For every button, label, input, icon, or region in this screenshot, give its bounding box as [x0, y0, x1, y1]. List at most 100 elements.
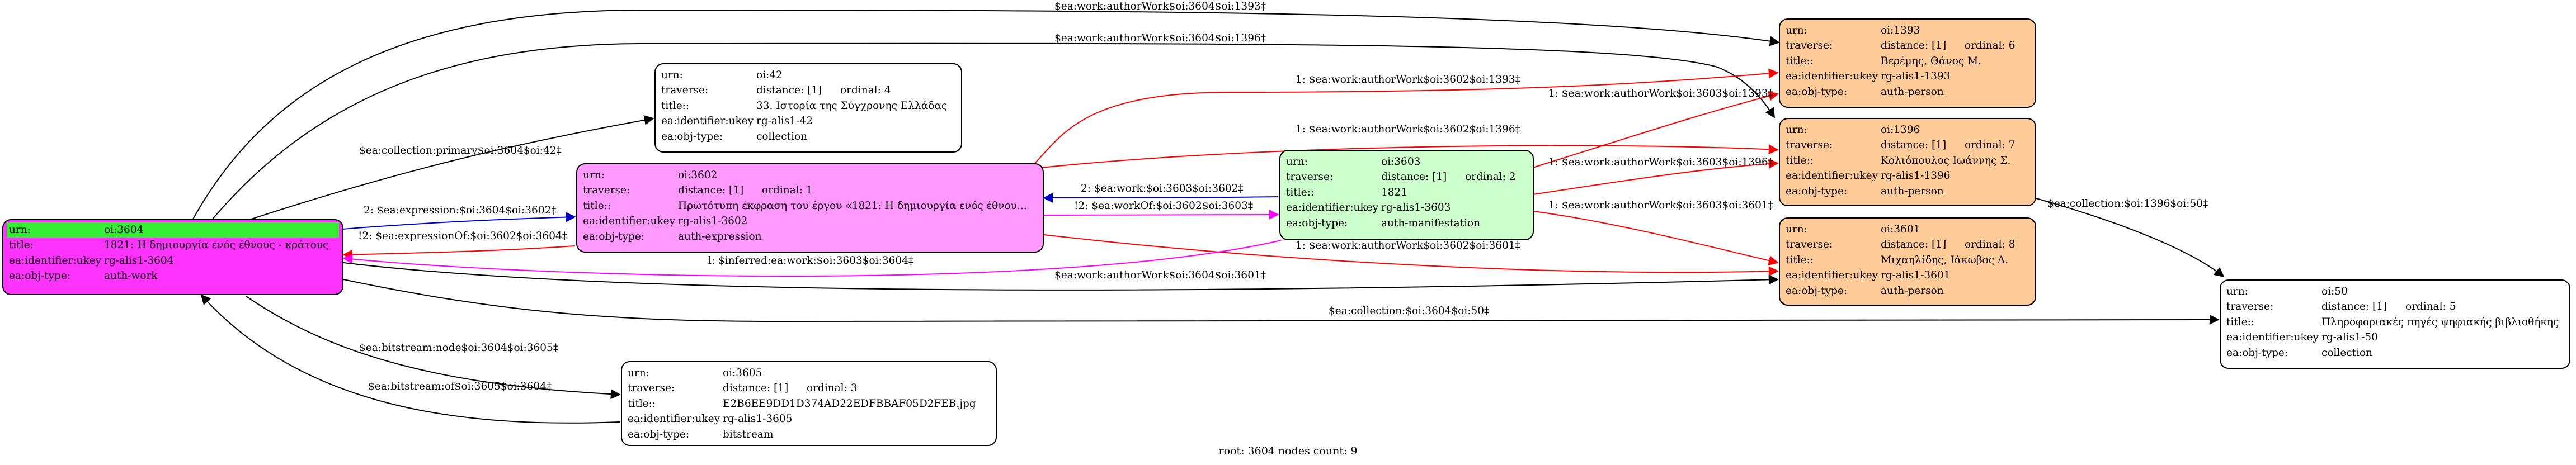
node-type: auth-expression [678, 230, 762, 243]
node-title: Μιχαηλίδης, Ιάκωβος Δ. [1881, 254, 2009, 266]
node-identifier: rg-alis1-42 [756, 115, 813, 127]
node-urn: oi:3603 [1381, 156, 1421, 168]
edge-label-1396-50: $ea:collection:$oi:1396$oi:50‡ [2047, 198, 2208, 210]
edge-3603-1393 [1532, 91, 1779, 168]
edge-3604-1396 [212, 42, 1775, 220]
node-oi-3603[interactable]: urn:oi:3603 traverse:distance: [1]ordina… [1279, 150, 1534, 240]
node-type: bitstream [723, 428, 774, 440]
edge-3602-3601 [1043, 234, 1779, 277]
node-type: auth-person [1881, 284, 1944, 297]
node-title: E2B6EE9DD1D374AD22EDFBBAF05D2FEB.jpg [723, 397, 976, 410]
row-type: ea:obj-type:auth-work [9, 268, 337, 283]
node-identifier: rg-alis1-3602 [678, 215, 748, 227]
edge-label-3604-42: $ea:collection:primary$oi:3604$oi:42‡ [359, 145, 562, 156]
node-ordinal: ordinal: 8 [1965, 239, 2015, 251]
edge-3603-3602 [1043, 192, 1279, 203]
node-type: auth-work [104, 270, 158, 282]
node-ordinal: ordinal: 5 [2405, 301, 2456, 313]
edge-label-3604-3602: 2: $ea:expression:$oi:3604$oi:3602‡ [364, 205, 557, 216]
node-oi-3601[interactable]: urn:oi:3601 traverse:distance: [1]ordina… [1779, 217, 2036, 306]
node-distance: distance: [1] [1881, 239, 1947, 251]
node-title: Βερέμης, Θάνος Μ. [1881, 55, 1981, 67]
edge-label-3603-3602: 2: $ea:work:$oi:3603$oi:3602‡ [1081, 183, 1244, 194]
node-type: auth-person [1881, 86, 1944, 98]
node-urn: oi:42 [756, 69, 783, 81]
node-title: Πρωτότυπη έκφραση του έργου «1821: Η δημ… [678, 200, 1027, 212]
node-oi-50[interactable]: urn:oi:50 traverse:distance: [1]ordinal:… [2220, 279, 2570, 369]
node-oi-1393[interactable]: urn:oi:1393 traverse:distance: [1]ordina… [1779, 18, 2036, 108]
edge-label-3603-3604-inferred: l: $inferred:ea:work:$oi:3603$oi:3604‡ [708, 255, 914, 267]
edge-3603-3604-inferred [342, 240, 1282, 277]
node-title: Κολιόπουλος Ιωάννης Σ. [1881, 154, 2011, 167]
edge-label-3604-50: $ea:collection:$oi:3604$oi:50‡ [1329, 305, 1490, 317]
node-ordinal: ordinal: 6 [1965, 40, 2015, 52]
node-urn: oi:50 [2321, 286, 2348, 297]
node-title: 1821: Η δημιουργία ενός έθνους - κράτους [104, 239, 329, 252]
node-identifier: rg-alis1-3601 [1881, 269, 1951, 282]
edge-1396-50 [2036, 198, 2225, 278]
edge-3604-42 [246, 115, 654, 221]
edge-3602-1396 [1041, 144, 1779, 168]
node-identifier: rg-alis1-3603 [1381, 202, 1451, 214]
edge-label-3603-1396: 1: $ea:work:authorWork$oi:3603$oi:1396‡ [1548, 156, 1773, 168]
node-title: 1821 [1381, 186, 1408, 198]
node-title: Πληροφοριακές πηγές ψηφιακής βιβλιοθήκης [2321, 316, 2559, 328]
node-urn: oi:3605 [723, 367, 762, 379]
edge-3604-3605 [246, 296, 621, 400]
node-type: auth-person [1881, 185, 1944, 197]
node-type: collection [2321, 347, 2373, 359]
node-oi-3605[interactable]: urn:oi:3605 traverse:distance: [1]ordina… [621, 361, 997, 446]
edge-3604-3602 [342, 212, 576, 230]
edge-3605-3604 [200, 294, 620, 424]
edge-3602-1393 [1034, 68, 1779, 164]
node-identifier: rg-alis1-1396 [1881, 170, 1951, 182]
node-urn: oi:3602 [678, 169, 718, 181]
node-ordinal: ordinal: 2 [1465, 171, 1516, 183]
node-distance: distance: [1] [756, 84, 822, 97]
edge-label-3605-3604: $ea:bitstream:of$oi:3605$oi:3604‡ [368, 381, 552, 392]
edge-label-3604-3601: $ea:work:authorWork$oi:3604$oi:3601‡ [1054, 269, 1266, 281]
node-urn: oi:1393 [1881, 25, 1920, 36]
node-ordinal: ordinal: 1 [762, 184, 813, 197]
row-urn: urn: oi:3604 [7, 222, 339, 238]
edge-3603-3601 [1533, 211, 1779, 266]
edge-label-3604-3605: $ea:bitstream:node$oi:3604$oi:3605‡ [359, 342, 559, 354]
node-ordinal: ordinal: 7 [1965, 139, 2015, 151]
node-type: auth-manifestation [1381, 217, 1481, 229]
node-distance: distance: [1] [2321, 301, 2387, 313]
node-type: collection [756, 130, 808, 143]
edge-label-3602-3603: !2: $ea:workOf:$oi:3602$oi:3603‡ [1074, 200, 1254, 212]
node-oi-3602[interactable]: urn:oi:3602 traverse:distance: [1]ordina… [576, 163, 1044, 253]
edge-3603-1396 [1532, 159, 1779, 195]
node-identifier: rg-alis1-50 [2321, 331, 2378, 344]
edge-label-3602-1393: 1: $ea:work:authorWork$oi:3602$oi:1393‡ [1296, 74, 1520, 86]
node-distance: distance: [1] [678, 184, 744, 197]
row-title: title:1821: Η δημιουργία ενός έθνους - κ… [9, 238, 337, 253]
edge-label-3604-1393: $ea:work:authorWork$oi:3604$oi:1393‡ [1054, 1, 1266, 12]
edge-3602-3604 [342, 245, 576, 260]
node-distance: distance: [1] [723, 382, 789, 395]
node-distance: distance: [1] [1381, 171, 1447, 183]
edge-label-3604-1396: $ea:work:authorWork$oi:3604$oi:1396‡ [1054, 32, 1266, 44]
edge-label-3603-1393: 1: $ea:work:authorWork$oi:3603$oi:1393‡ [1548, 88, 1773, 99]
node-identifier: rg-alis1-1393 [1881, 70, 1951, 83]
node-ordinal: ordinal: 3 [807, 382, 858, 395]
node-title: 33. Ιστορία της Σύγχρονης Ελλάδας [756, 99, 948, 112]
node-urn: oi:3601 [1881, 224, 1920, 235]
edge-3604-3601 [343, 262, 1779, 291]
node-oi-42[interactable]: urn:oi:42 traverse:distance: [1]ordinal:… [654, 63, 962, 153]
node-oi-1396[interactable]: urn:oi:1396 traverse:distance: [1]ordina… [1779, 118, 2036, 206]
node-urn: oi:1396 [1881, 124, 1920, 136]
edge-label-3602-3604: !2: $ea:expressionOf:$oi:3602$oi:3604‡ [358, 230, 568, 242]
node-identifier: rg-alis1-3604 [104, 254, 174, 267]
node-distance: distance: [1] [1881, 40, 1947, 52]
graph-footer: root: 3604 nodes count: 9 [1218, 445, 1358, 457]
edge-label-3603-3601: 1: $ea:work:authorWork$oi:3603$oi:3601‡ [1548, 200, 1773, 211]
node-identifier: rg-alis1-3605 [723, 413, 793, 425]
edge-label-3602-1396: 1: $ea:work:authorWork$oi:3602$oi:1396‡ [1296, 124, 1520, 135]
node-ordinal: ordinal: 4 [840, 84, 891, 97]
node-oi-3604[interactable]: urn: oi:3604 title:1821: Η δημιουργία εν… [2, 219, 343, 295]
edge-label-3602-3601: 1: $ea:work:authorWork$oi:3602$oi:3601‡ [1296, 240, 1520, 252]
